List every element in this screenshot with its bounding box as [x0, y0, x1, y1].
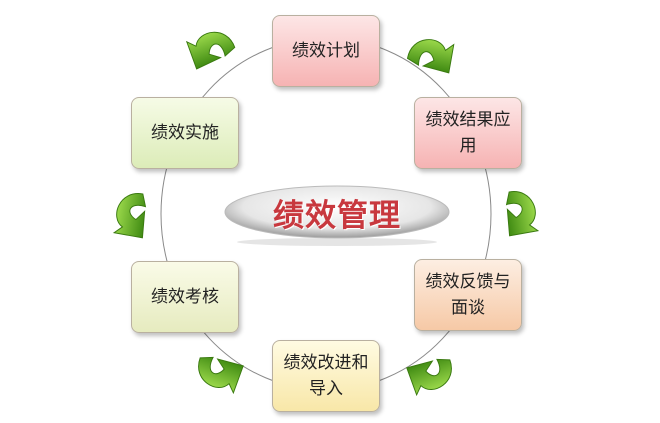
curved-arrow-icon	[191, 350, 244, 395]
curved-arrow-icon	[406, 352, 459, 397]
curved-arrow-icon	[185, 25, 238, 70]
curved-arrow-icon	[405, 35, 455, 74]
node-improve: 绩效改进和导入	[272, 340, 380, 412]
node-feedback: 绩效反馈与面谈	[414, 259, 522, 331]
node-apply: 绩效结果应用	[414, 97, 522, 169]
node-assess: 绩效考核	[131, 261, 239, 333]
node-plan: 绩效计划	[272, 15, 380, 87]
curved-arrow-icon	[501, 187, 540, 237]
curved-arrow-icon	[112, 189, 151, 239]
node-implement: 绩效实施	[131, 97, 239, 169]
center-title: 绩效管理	[273, 198, 401, 234]
